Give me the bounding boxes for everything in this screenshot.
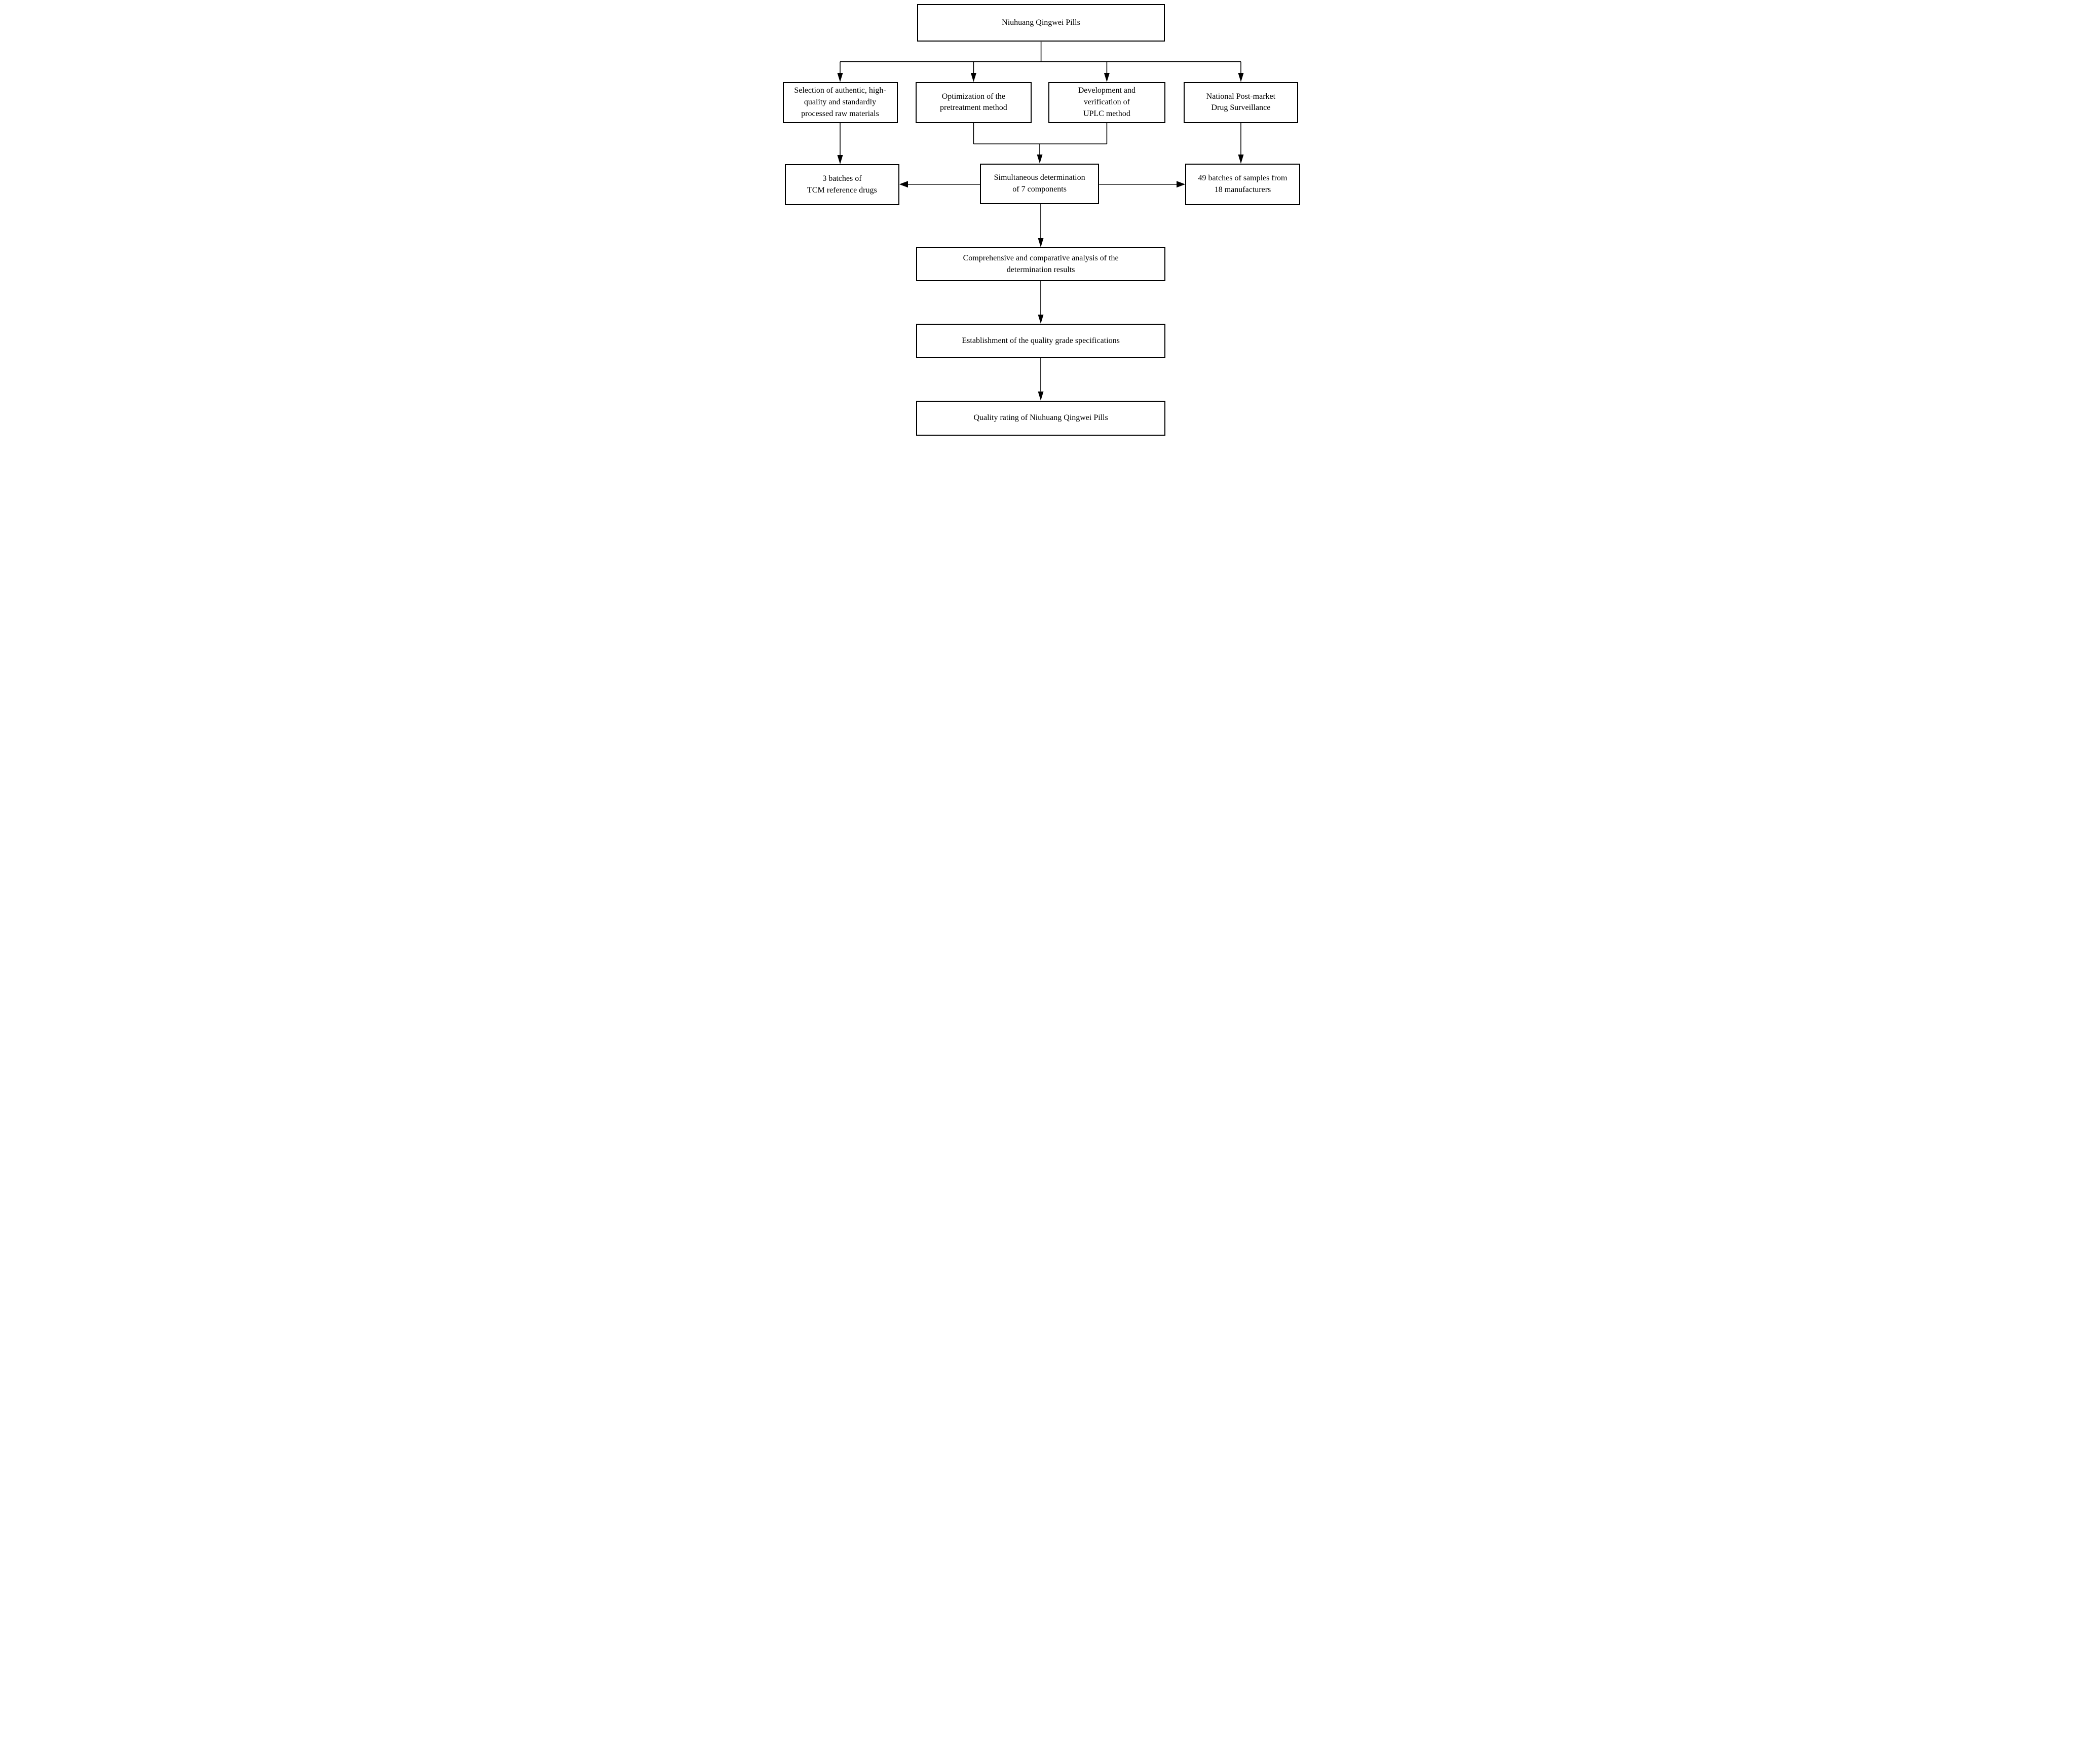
node-label: National Post-market Drug Surveillance [1206,92,1276,112]
node-label: Development and verification of UPLC met… [1078,86,1136,118]
arrowhead [1238,155,1244,164]
connector-layer [837,42,1244,401]
arrowhead [837,155,843,165]
flowchart: Niuhuang Qingwei Pills Selection of auth… [781,0,1301,441]
connector-title-branch [840,42,1241,62]
node-sample-batches: 49 batches of samples from 18 manufactur… [1185,164,1300,205]
node-simultaneous-determination: Simultaneous determination of 7 componen… [980,163,1100,204]
arrowhead [837,73,843,82]
arrow-simultaneous-to-samples [1099,181,1186,188]
node-comparative-analysis: Comprehensive and comparative analysis o… [916,247,1165,281]
node-post-market-surveillance: National Post-market Drug Surveillance [1184,82,1298,123]
arrow-to-simultaneous [1037,144,1043,164]
node-quality-rating: Quality rating of Niuhuang Qingwei Pills [916,400,1165,436]
arrow-surveillance-to-samples [1238,123,1244,164]
node-label: Establishment of the quality grade speci… [962,336,1120,345]
arrowhead [1177,181,1186,188]
arrowhead [1238,73,1244,82]
arrowhead [1038,391,1044,401]
arrowhead [1038,238,1044,248]
arrowhead [970,73,976,82]
node-label: Selection of authentic, high- quality an… [794,86,886,118]
node-niuhuang-qingwei-pills: Niuhuang Qingwei Pills [917,4,1165,42]
arrow-establishment-to-quality [1038,358,1044,401]
node-label: Niuhuang Qingwei Pills [1002,18,1080,27]
node-label: 49 batches of samples from 18 manufactur… [1198,174,1288,195]
arrowhead [1038,315,1044,324]
connector-merge-pretreatment-uplc [973,123,1108,144]
node-selection-raw-materials: Selection of authentic, high- quality an… [782,82,898,123]
arrowhead [899,181,908,188]
node-pretreatment-optimization: Optimization of the pretreatment method [915,82,1032,123]
arrowhead [1037,155,1043,164]
node-tcm-reference-drugs: 3 batches of TCM reference drugs [785,164,899,205]
arrow-to-development [1104,61,1110,82]
arrow-simultaneous-to-comprehensive [1038,204,1044,248]
arrow-to-surveillance [1238,61,1244,82]
arrowhead [1104,73,1110,82]
node-label: 3 batches of TCM reference drugs [807,174,877,195]
node-label: Quality rating of Niuhuang Qingwei Pills [973,413,1108,422]
arrow-comprehensive-to-establishment [1038,281,1044,324]
arrow-simultaneous-to-tcm [899,181,980,188]
arrow-to-selection [837,61,843,82]
arrow-selection-to-tcm [837,123,843,165]
node-quality-grade-specifications: Establishment of the quality grade speci… [916,324,1165,358]
arrow-to-optimization [970,61,976,82]
node-uplc-method: Development and verification of UPLC met… [1048,82,1165,123]
node-label: Comprehensive and comparative analysis o… [963,253,1119,274]
node-label: Optimization of the pretreatment method [939,92,1007,112]
node-label: Simultaneous determination of 7 componen… [994,173,1085,194]
